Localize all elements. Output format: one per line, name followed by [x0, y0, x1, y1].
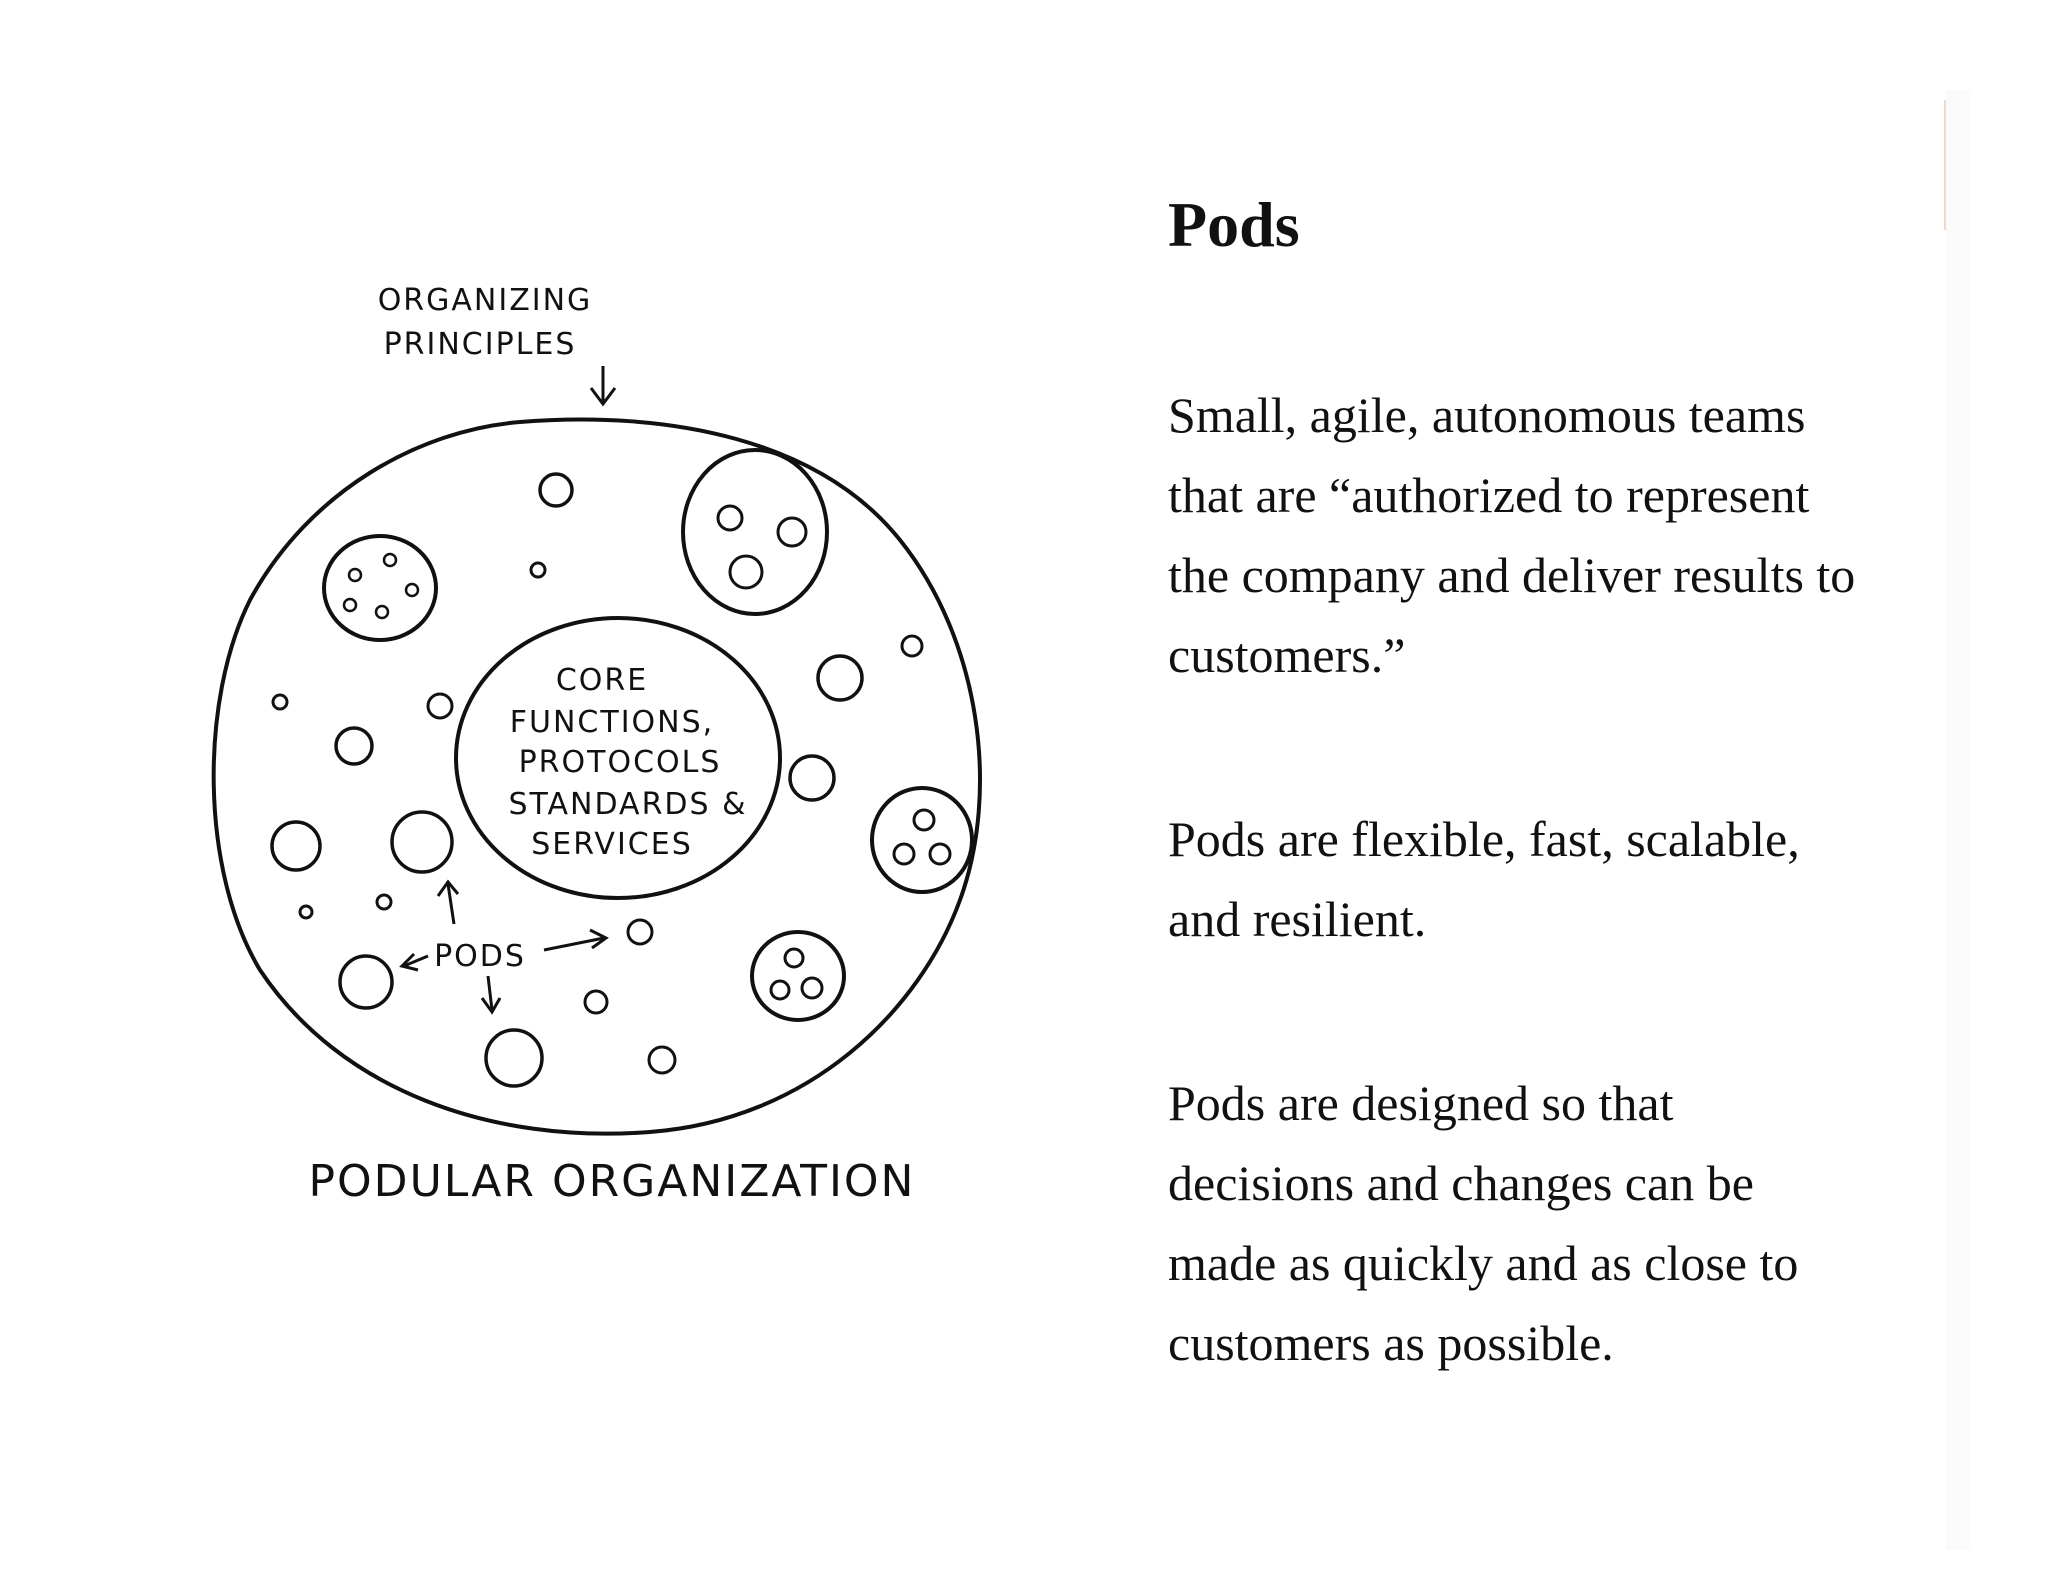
podular-organization-diagram: ORGANIZING PRINCIPLES CORE FUNCTIONS, PR…	[200, 270, 1020, 1250]
pods-arrow-left	[403, 954, 429, 968]
paragraph-3: Pods are designed so that decisions and …	[1168, 1075, 1799, 1372]
pod-small	[334, 726, 374, 766]
pod-large	[681, 448, 829, 616]
arrow-up-head-icon	[436, 879, 460, 897]
diagram-svg: ORGANIZING PRINCIPLES CORE FUNCTIONS, PR…	[211, 283, 982, 1207]
pod-small	[538, 472, 574, 508]
pods-arrow-right	[543, 936, 605, 952]
sub-pod	[783, 947, 805, 969]
arrow-down-head-icon	[480, 997, 502, 1015]
sub-pod	[776, 516, 808, 548]
sub-pod	[347, 567, 363, 583]
pod-large	[322, 534, 438, 642]
pod-small	[270, 820, 322, 872]
principles-label: PRINCIPLES	[384, 327, 577, 362]
pod-small	[788, 754, 836, 802]
arrow-down-head-icon	[589, 387, 617, 407]
pod-small	[816, 654, 864, 702]
core-circle	[454, 616, 782, 900]
pod-small	[529, 561, 547, 579]
sub-pod	[892, 842, 916, 866]
pods-label: PODS	[434, 939, 526, 974]
core-label-3: PROTOCOLS	[519, 745, 722, 780]
sub-pod	[800, 976, 824, 1000]
pod-large	[870, 786, 974, 894]
sub-pod	[374, 604, 390, 620]
arrow-left-head-icon	[399, 952, 419, 972]
pod-small	[390, 810, 454, 874]
pod-small	[426, 692, 454, 720]
side-panel	[1946, 90, 1970, 1550]
core-label-2: FUNCTIONS,	[510, 705, 714, 740]
pods-arrow-down	[486, 975, 494, 1011]
pod-small	[583, 989, 609, 1015]
sub-pod	[769, 979, 791, 1001]
paragraph-2: Pods are flexible, fast, scalable, and r…	[1168, 811, 1800, 948]
organization-boundary	[211, 417, 982, 1136]
organizing-label: ORGANIZING	[378, 283, 593, 318]
sub-pod	[728, 554, 764, 590]
pod-small	[626, 918, 654, 946]
core-label-5: SERVICES	[531, 827, 693, 862]
sub-pod	[382, 552, 398, 568]
pod-large	[750, 930, 846, 1022]
sub-pod	[404, 582, 420, 598]
side-accent-line	[1944, 100, 1946, 230]
pod-small	[271, 693, 289, 711]
sub-pod	[342, 597, 358, 613]
diagram-caption: PODULAR ORGANIZATION	[309, 1156, 916, 1207]
core-label-4: STANDARDS &	[508, 787, 747, 822]
paragraph-1: Small, agile, autonomous teams that are …	[1168, 387, 1856, 684]
sub-pod	[716, 504, 744, 532]
pod-small	[647, 1045, 677, 1075]
text-column: Pods Small, agile, autonomous teams that…	[1168, 189, 1868, 1487]
pod-small	[484, 1028, 544, 1088]
pod-small	[338, 954, 394, 1010]
pod-small	[375, 893, 393, 911]
slide-title: Pods	[1168, 189, 1300, 260]
pods-arrow-up	[446, 883, 456, 925]
sub-pod	[928, 842, 952, 866]
sub-pod	[912, 808, 936, 832]
arrow-right-head-icon	[589, 928, 609, 950]
pod-small	[298, 904, 314, 920]
pod-small	[900, 634, 924, 658]
core-label-1: CORE	[556, 663, 648, 698]
